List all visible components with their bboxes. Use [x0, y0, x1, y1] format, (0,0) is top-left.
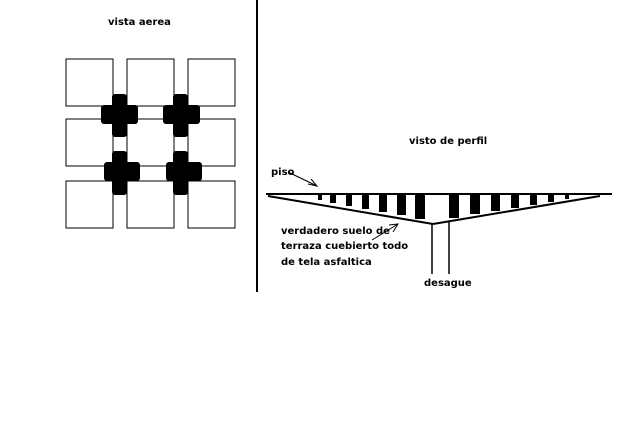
cross-joint: [104, 151, 140, 195]
support-bar: [379, 194, 387, 212]
tile: [187, 58, 236, 107]
tile: [126, 58, 175, 107]
cross-joint: [163, 94, 200, 137]
support-bar: [470, 194, 480, 214]
support-bar: [511, 194, 519, 208]
cross-joint: [101, 94, 138, 137]
surface-label-line: de tela asfaltica: [281, 257, 372, 268]
cross-joint: [166, 151, 202, 195]
surface-label-line: terraza cuebierto todo: [281, 241, 408, 252]
tile: [187, 118, 236, 167]
support-bar: [530, 194, 537, 205]
tile: [65, 118, 114, 167]
support-bar: [565, 194, 569, 199]
floor-label: piso: [271, 167, 295, 178]
support-bar: [415, 194, 425, 219]
support-bars: [318, 194, 569, 219]
drain-pipe: [431, 222, 450, 274]
surface-label: verdadero suelo de terraza cuebierto tod…: [281, 226, 408, 268]
tile: [187, 180, 236, 229]
floor-arrow: [287, 171, 319, 187]
aerial-joints: [101, 94, 202, 195]
tile: [126, 180, 175, 229]
tile: [126, 118, 175, 167]
support-bar: [362, 194, 369, 209]
support-bar: [318, 194, 322, 200]
support-bar: [397, 194, 406, 215]
surface-arrow: [371, 223, 399, 241]
tile: [65, 58, 114, 107]
support-bar: [491, 194, 500, 211]
aerial-tile-grid: [65, 58, 236, 229]
sloped-slab: [267, 195, 601, 225]
support-bar: [449, 194, 459, 218]
support-bar: [346, 194, 352, 206]
surface-label-line: verdadero suelo de: [281, 226, 390, 237]
support-bar: [548, 194, 554, 202]
tile: [65, 180, 114, 229]
support-bar: [330, 194, 336, 203]
drain-label: desague: [424, 278, 472, 289]
profile-view-title: visto de perfil: [409, 136, 487, 147]
aerial-view-title: vista aerea: [108, 17, 171, 28]
